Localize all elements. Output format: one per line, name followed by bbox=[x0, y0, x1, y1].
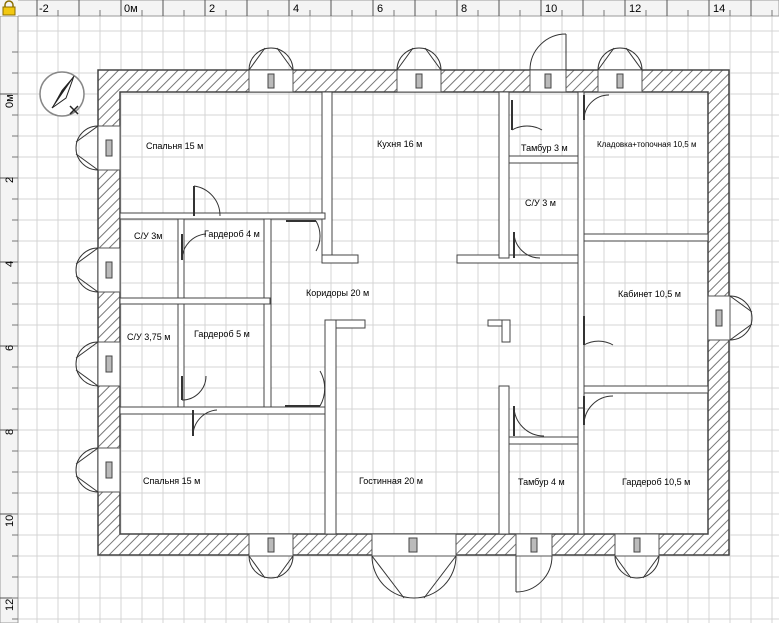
room-label-study[interactable]: Кабинет 10,5 м bbox=[618, 289, 681, 299]
window[interactable] bbox=[248, 47, 294, 93]
left-ruler-label: 4 bbox=[4, 261, 16, 267]
top-ruler-label: 8 bbox=[461, 3, 467, 15]
window[interactable] bbox=[707, 295, 753, 341]
lock-icon[interactable] bbox=[0, 0, 18, 16]
interior-door[interactable] bbox=[181, 233, 207, 261]
room-label-bathroom-3[interactable]: С/У 3,75 м bbox=[127, 332, 170, 342]
window[interactable] bbox=[396, 47, 442, 93]
room-label-bedroom-2[interactable]: Спальня 15 м bbox=[143, 476, 200, 486]
room-label-corridors[interactable]: Коридоры 20 м bbox=[306, 288, 369, 298]
interior-door[interactable] bbox=[286, 220, 321, 252]
interior-door[interactable] bbox=[513, 405, 545, 437]
room-label-bathroom-1[interactable]: С/У 3м bbox=[134, 231, 162, 241]
interior-door[interactable] bbox=[583, 94, 610, 121]
interior-door[interactable] bbox=[285, 370, 326, 407]
room-label-kitchen[interactable]: Кухня 16 м bbox=[377, 139, 422, 149]
window[interactable] bbox=[597, 47, 643, 93]
room-label-vestibule-2[interactable]: Тамбур 4 м bbox=[518, 477, 565, 487]
room-label-wardrobe-2[interactable]: Гардероб 5 м bbox=[194, 329, 250, 339]
entrance-door[interactable] bbox=[371, 533, 457, 599]
grid bbox=[18, 16, 779, 623]
interior-door[interactable] bbox=[192, 409, 218, 437]
left-ruler-label: 2 bbox=[4, 177, 16, 183]
top-ruler-label: 2 bbox=[209, 3, 215, 15]
interior-door[interactable] bbox=[181, 375, 207, 401]
room-label-vestibule-1[interactable]: Тамбур 3 м bbox=[521, 143, 568, 153]
room-labels: Спальня 15 м Кухня 16 м Тамбур 3 м Кладо… bbox=[127, 139, 696, 487]
window[interactable] bbox=[75, 125, 121, 171]
window[interactable] bbox=[75, 247, 121, 293]
window[interactable] bbox=[614, 533, 660, 579]
exterior-walls[interactable] bbox=[97, 69, 730, 556]
interior-door[interactable] bbox=[511, 100, 543, 131]
room-label-wardrobe-3[interactable]: Гардероб 10,5 м bbox=[622, 477, 690, 487]
interior-door[interactable] bbox=[583, 395, 614, 426]
top-ruler[interactable]: -2 0м 2 4 6 8 10 12 14 bbox=[0, 0, 779, 17]
window[interactable] bbox=[75, 341, 121, 387]
interior-walls[interactable] bbox=[119, 91, 709, 535]
compass-icon[interactable] bbox=[39, 71, 85, 117]
window[interactable] bbox=[75, 447, 121, 493]
top-ruler-label: 10 bbox=[545, 3, 557, 15]
room-label-wardrobe-1[interactable]: Гардероб 4 м bbox=[204, 229, 260, 239]
top-ruler-label: -2 bbox=[39, 3, 49, 15]
interior-door[interactable] bbox=[193, 185, 221, 217]
room-label-living-room[interactable]: Гостинная 20 м bbox=[359, 476, 423, 486]
left-ruler-label: 10 bbox=[4, 515, 16, 527]
left-ruler-label: 0м bbox=[4, 94, 16, 108]
room-label-storage-boiler[interactable]: Кладовка+топочная 10,5 м bbox=[597, 140, 696, 149]
interior-door[interactable] bbox=[513, 231, 541, 259]
room-label-bedroom-1[interactable]: Спальня 15 м bbox=[146, 141, 203, 151]
top-ruler-label: 14 bbox=[713, 3, 725, 15]
left-ruler[interactable]: 0м 2 4 6 8 10 12 bbox=[0, 15, 19, 623]
left-ruler-label: 6 bbox=[4, 345, 16, 351]
top-ruler-label: 0м bbox=[124, 3, 138, 15]
exterior-door[interactable] bbox=[515, 533, 553, 593]
window[interactable] bbox=[248, 533, 294, 579]
left-ruler-label: 12 bbox=[4, 599, 16, 611]
interior-door[interactable] bbox=[583, 316, 614, 346]
exterior-door[interactable] bbox=[529, 33, 567, 93]
room-label-bathroom-2[interactable]: С/У 3 м bbox=[525, 198, 556, 208]
top-ruler-label: 12 bbox=[629, 3, 641, 15]
top-ruler-label: 6 bbox=[377, 3, 383, 15]
left-ruler-label: 8 bbox=[4, 429, 16, 435]
top-ruler-label: 4 bbox=[293, 3, 299, 15]
openings-layer[interactable] bbox=[75, 33, 753, 599]
